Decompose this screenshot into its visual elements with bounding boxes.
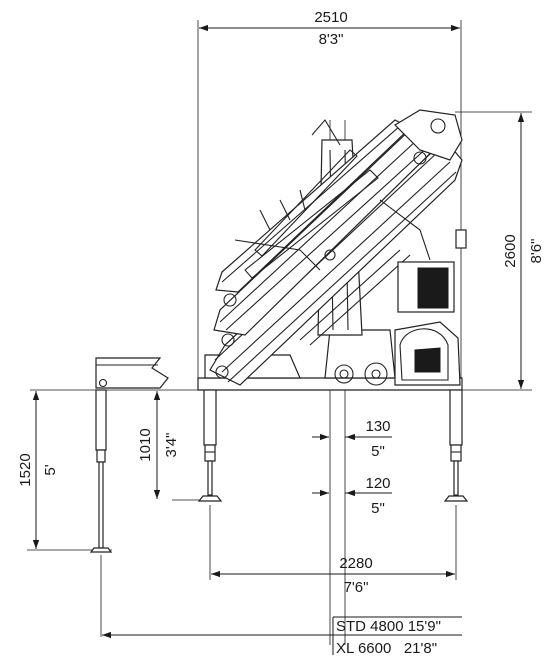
spread-ft-label: 7'6" xyxy=(344,579,369,596)
stroke-long-mm-label: 1520 xyxy=(17,453,34,486)
stabilizer-leg-right xyxy=(443,389,469,502)
dimension-lines xyxy=(32,24,525,655)
offset-top-mm-label: 130 xyxy=(365,418,390,435)
crane-assembly xyxy=(197,109,467,391)
stroke-short-ft-label: 3'4" xyxy=(163,433,180,458)
width-mm-label: 2510 xyxy=(314,9,347,26)
dimension-labels: 2510 8'3" 2600 8'6" 1520 5' 1010 3'4" 13… xyxy=(17,9,545,657)
offset-bottom-ft-label: 5" xyxy=(371,500,385,517)
stabilizer-leg-long xyxy=(89,389,113,553)
spread-mm-label: 2280 xyxy=(339,555,372,572)
stabilizer-beam xyxy=(95,357,169,389)
width-ft-label: 8'3" xyxy=(319,31,344,48)
height-mm-label: 2600 xyxy=(502,234,519,267)
std-spread-label: STD 4800 15'9" xyxy=(336,618,441,635)
offset-bottom-mm-label: 120 xyxy=(365,475,390,492)
stabilizer-leg-left xyxy=(197,389,223,502)
xl-spread-label: XL 6600 21'8" xyxy=(336,640,437,657)
stroke-long-ft-label: 5' xyxy=(42,464,59,475)
stroke-short-mm-label: 1010 xyxy=(137,428,154,461)
offset-top-ft-label: 5" xyxy=(371,443,385,460)
height-ft-label: 8'6" xyxy=(528,239,545,264)
